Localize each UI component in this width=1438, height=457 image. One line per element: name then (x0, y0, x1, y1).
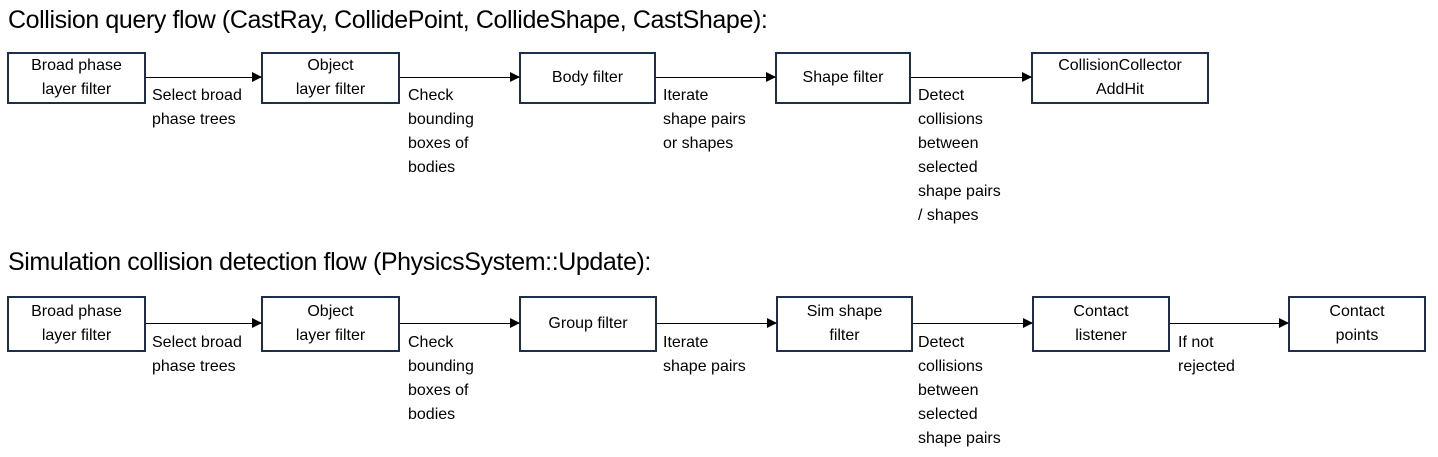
node-object-layer-filter-1: Object layer filter (261, 52, 400, 104)
node-body-filter: Body filter (519, 52, 656, 104)
flow1-edge-label-select-broad-phase-trees: Select broad phase trees (152, 87, 242, 128)
node-contact-listener: Contact listener (1032, 296, 1170, 352)
flow2-edge-label-select-broad-phase-trees: Select broad phase trees (152, 334, 242, 375)
flow2-arrow-3 (657, 318, 777, 328)
flow2-arrow-5 (1170, 318, 1289, 328)
node-sim-shape-filter: Sim shape filter (776, 296, 913, 352)
node-object-layer-filter-2: Object layer filter (261, 296, 400, 352)
flow2-edge-label-detect-collisions: Detect collisions between selected shape… (918, 334, 1001, 447)
node-contact-points: Contact points (1288, 296, 1426, 352)
flow2-edge-label-check-bounding-boxes: Check bounding boxes of bodies (408, 334, 474, 423)
flow2-edge-label-iterate-shape-pairs: Iterate shape pairs (663, 334, 746, 375)
node-collisioncollector-addhit: CollisionCollector AddHit (1031, 52, 1209, 104)
flow1-edge-label-check-bounding-boxes: Check bounding boxes of bodies (408, 87, 474, 176)
flow2-title: Simulation collision detection flow (Phy… (8, 248, 651, 276)
flow1-arrow-4 (911, 72, 1032, 82)
flow1-title: Collision query flow (CastRay, CollidePo… (8, 6, 768, 34)
flow1-arrow-2 (400, 72, 520, 82)
flow2-arrow-2 (400, 318, 520, 328)
flow2-arrow-4 (913, 318, 1033, 328)
flow1-edge-label-iterate-shape-pairs: Iterate shape pairs or shapes (663, 87, 746, 152)
flow2-arrow-1 (146, 318, 262, 328)
flow1-arrow-1 (146, 72, 262, 82)
node-shape-filter: Shape filter (775, 52, 911, 104)
node-group-filter: Group filter (519, 296, 657, 352)
flow2-edge-label-if-not-rejected: If not rejected (1178, 334, 1235, 375)
flow1-edge-label-detect-collisions: Detect collisions between selected shape… (918, 87, 1001, 224)
node-broad-phase-layer-filter-2: Broad phase layer filter (7, 296, 146, 352)
node-broad-phase-layer-filter-1: Broad phase layer filter (7, 52, 146, 104)
flow1-arrow-3 (656, 72, 776, 82)
